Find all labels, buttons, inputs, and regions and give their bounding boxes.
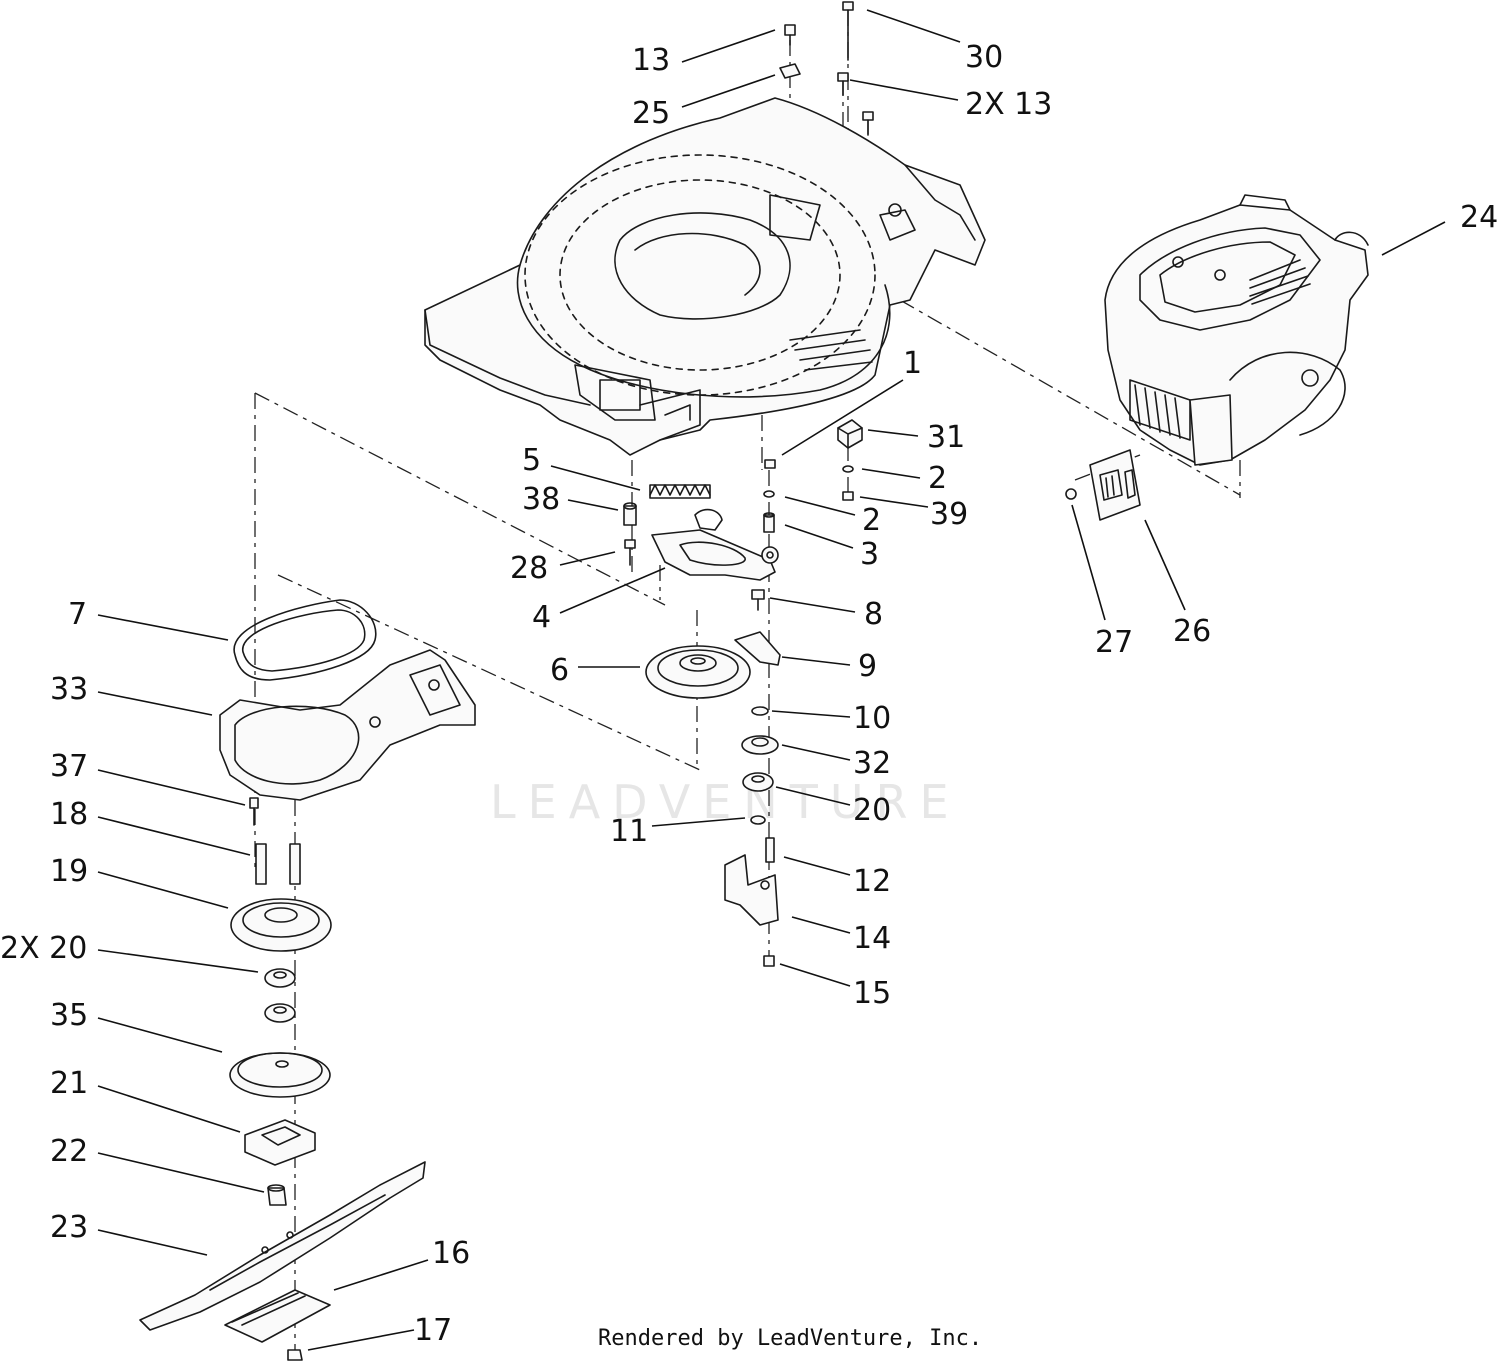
mower-deck [424,97,986,456]
idler-bracket [724,837,779,967]
leader-lines [97,9,1446,1351]
callout-25: 25 [632,96,670,131]
engine [1104,194,1369,466]
callout-2x-20: 2X 20 [0,931,87,966]
blade-pulley [230,898,332,952]
blade-screws [249,797,301,885]
callout-16: 16 [432,1236,470,1271]
callout-14: 14 [853,921,891,956]
drive-belt [233,599,377,681]
callout-28: 28 [510,551,548,586]
callout-5: 5 [522,443,541,478]
callout-27: 27 [1095,625,1133,660]
spark-plug-cover [1065,449,1141,521]
callout-26: 26 [1173,614,1211,649]
callout-10: 10 [853,701,891,736]
idler-pulley [645,645,751,699]
callout-22: 22 [50,1134,88,1169]
callout-2-lower: 2 [862,503,881,538]
callout-6: 6 [550,653,569,688]
center-hardware [763,419,863,533]
callout-8: 8 [864,597,883,632]
callout-24: 24 [1460,200,1498,235]
callout-33: 33 [50,672,88,707]
callout-37: 37 [50,749,88,784]
deck-fasteners [779,1,874,136]
callout-9: 9 [858,649,877,684]
idler-assembly [623,484,779,581]
callout-38: 38 [522,482,560,517]
callout-21: 21 [50,1066,88,1101]
footer-credit: Rendered by LeadVenture, Inc. [598,1326,982,1351]
blade-disc [229,1052,331,1098]
blade-adapter [244,1119,316,1206]
callout-12: 12 [853,864,891,899]
callout-3: 3 [860,537,879,572]
callout-39: 39 [930,497,968,532]
callout-11: 11 [610,814,648,849]
callout-20: 20 [853,793,891,828]
mower-blade [139,1161,426,1331]
callout-17: 17 [414,1313,452,1348]
callout-15: 15 [853,976,891,1011]
callout-30: 30 [965,40,1003,75]
callout-35: 35 [50,998,88,1033]
blade-bearings [264,968,296,1023]
callout-2x-13: 2X 13 [965,87,1052,122]
callout-2-upper: 2 [928,461,947,496]
pulley-hardware [734,589,781,825]
belt-cover [219,649,476,801]
callout-18: 18 [50,797,88,832]
callout-32: 32 [853,746,891,781]
callout-labels: 13 30 25 2X 13 24 1 31 5 2 38 39 2 3 28 … [0,40,1498,1348]
callout-4: 4 [532,600,551,635]
callout-13: 13 [632,43,670,78]
callout-7: 7 [68,597,87,632]
callout-31: 31 [927,420,965,455]
callout-1: 1 [903,346,922,381]
callout-19: 19 [50,854,88,889]
blade-stiffener [224,1289,331,1361]
callout-23: 23 [50,1210,88,1245]
